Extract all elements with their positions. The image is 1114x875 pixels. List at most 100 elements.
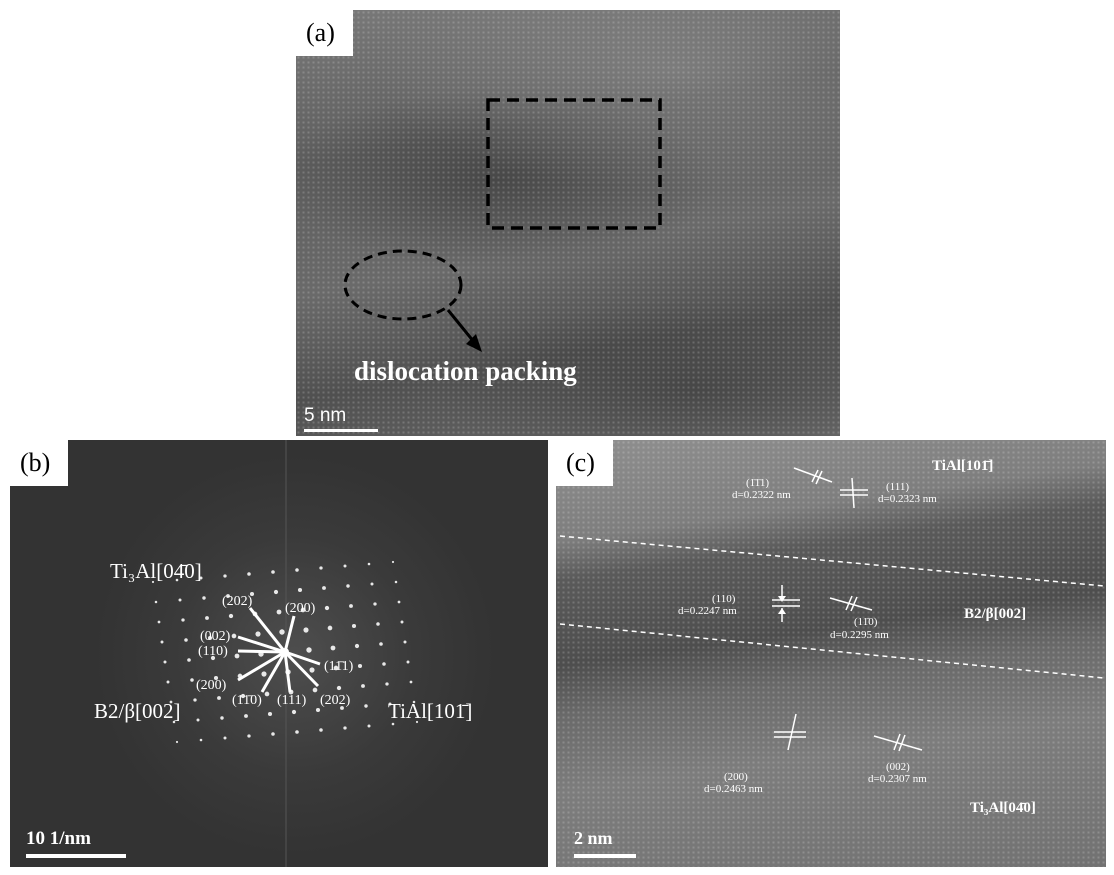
diffraction-spot	[279, 629, 285, 635]
spot-label-111: (111)	[277, 693, 307, 708]
plane-d-6: d=0.2307 nm	[868, 773, 927, 785]
dislocation-packing-label: dislocation packing	[354, 356, 577, 386]
scale-bar-c-line	[574, 854, 636, 858]
diffraction-spot	[391, 722, 395, 726]
diffraction-spot	[343, 726, 347, 730]
diffraction-spot	[409, 680, 413, 684]
diffraction-spot	[184, 638, 188, 642]
panel-c-overlay: (1̄1̄1) d=0.2322 nm (111) d=0.2323 nm (1…	[559, 458, 1105, 816]
diffraction-spot	[376, 622, 380, 626]
diffraction-spot	[264, 691, 270, 697]
diffraction-spot	[354, 643, 360, 649]
spot-label-1-10: (11̄0)	[232, 693, 262, 708]
diffraction-spot	[291, 709, 297, 715]
zone-label-ti3al: Ti₃Al[04̄0]	[970, 800, 1036, 816]
diffraction-spot	[271, 732, 275, 736]
scale-bar-b-line	[26, 854, 126, 858]
zone-label-ti3al: Ti₃Al[04̄0]	[110, 559, 202, 583]
diffraction-spot	[364, 704, 368, 708]
lattice-texture	[556, 440, 1106, 867]
scale-bar-a-text: 5 nm	[304, 405, 347, 426]
plane-hkl-2: (111)	[886, 481, 909, 493]
diffraction-spot	[193, 698, 197, 702]
diffraction-spot	[199, 576, 203, 580]
diffraction-spot	[247, 572, 251, 576]
diffraction-spot	[273, 589, 279, 595]
spot-label-202-bottom: (202)	[320, 693, 351, 708]
diffraction-spot	[172, 720, 176, 724]
panel-b-label: (b)	[10, 440, 69, 486]
diffraction-spot	[295, 568, 299, 572]
diffraction-spot	[343, 564, 347, 568]
diffraction-spot	[391, 560, 395, 564]
diffraction-spot	[196, 718, 200, 722]
diffraction-spot	[163, 660, 167, 664]
diffraction-spot	[210, 655, 216, 661]
diffraction-spot	[330, 645, 336, 651]
diffraction-spot	[327, 625, 333, 631]
plane-arrows	[778, 596, 786, 614]
diffraction-spot	[178, 598, 182, 602]
hrtem-image-panel-c: (1̄1̄1) d=0.2322 nm (111) d=0.2323 nm (1…	[556, 440, 1106, 867]
diffraction-spot	[181, 618, 185, 622]
hrtem-image-panel-a: dislocation packing (a) 5 nm	[296, 10, 840, 436]
diffraction-spot	[319, 566, 323, 570]
diffraction-spot	[220, 716, 224, 720]
region-of-interest-box	[486, 98, 662, 230]
diffraction-spot	[370, 582, 374, 586]
annotation-arrow-line	[446, 309, 476, 343]
diffraction-spot	[226, 594, 230, 598]
plane-d-2: d=0.2323 nm	[878, 493, 937, 505]
diffraction-spot	[306, 647, 312, 653]
diffraction-spot	[187, 658, 191, 662]
zone-label-b2: B2/β[002]	[94, 699, 181, 723]
diffraction-spot	[267, 711, 273, 717]
diffraction-spot	[346, 584, 350, 588]
diffraction-spot	[205, 616, 209, 620]
panel-a-label: (a)	[296, 10, 353, 56]
diffraction-spot	[228, 613, 234, 619]
scale-bar-c: 2 nm	[574, 828, 636, 860]
dislocation-ellipse	[343, 249, 463, 321]
diffraction-spot	[231, 633, 237, 639]
diffraction-spot	[213, 675, 219, 681]
zone-label-tial: TiAl[101̄]	[932, 458, 993, 474]
diffraction-spot	[175, 578, 179, 582]
diffraction-spot	[166, 680, 170, 684]
plane-markers	[772, 467, 923, 752]
diffraction-spot	[199, 738, 203, 742]
diffraction-spot	[333, 665, 339, 671]
diffraction-spot	[255, 631, 261, 637]
diffraction-spot	[295, 730, 299, 734]
spot-label-1-11: (11̄1)	[324, 659, 354, 674]
panel-a-overlay: dislocation packing	[343, 98, 662, 386]
scale-bar-c-text: 2 nm	[574, 828, 613, 848]
diffraction-spot	[315, 707, 321, 713]
diffraction-spot	[361, 684, 365, 688]
diffraction-spot	[154, 600, 158, 604]
diffraction-spot	[382, 662, 386, 666]
spot-label-202-top: (202)	[222, 594, 253, 609]
diffraction-spot	[309, 667, 315, 673]
plane-d-3: d=0.2247 nm	[678, 605, 737, 617]
diffraction-spot	[202, 596, 206, 600]
scale-bar-a-line	[304, 429, 378, 432]
scale-bar-a: 5 nm	[304, 405, 378, 433]
diffraction-spot	[271, 570, 275, 574]
diffraction-spot	[322, 586, 326, 590]
diffraction-spot	[300, 607, 306, 613]
diffraction-spot	[261, 671, 267, 677]
plane-hkl-1: (1̄1̄1)	[746, 477, 769, 489]
spot-label-200-top: (200)	[285, 601, 316, 616]
diffraction-spot	[397, 600, 401, 604]
panel-b-overlay: (202) (200) (002) (110) (11̄1) (200) (11…	[94, 440, 472, 867]
zone-label-b2: B2/β[002]	[964, 606, 1026, 622]
plane-hkl-3: (110)	[712, 593, 736, 605]
panel-c-label: (c)	[556, 440, 613, 486]
interface-line-lower	[559, 623, 1105, 679]
diffraction-spot	[340, 706, 344, 710]
diffraction-spot	[160, 640, 164, 644]
zone-label-tial: TiAl[101̄]	[388, 699, 472, 723]
central-beam	[281, 648, 289, 656]
diffraction-pattern-panel-b: (202) (200) (002) (110) (11̄1) (200) (11…	[10, 440, 548, 867]
